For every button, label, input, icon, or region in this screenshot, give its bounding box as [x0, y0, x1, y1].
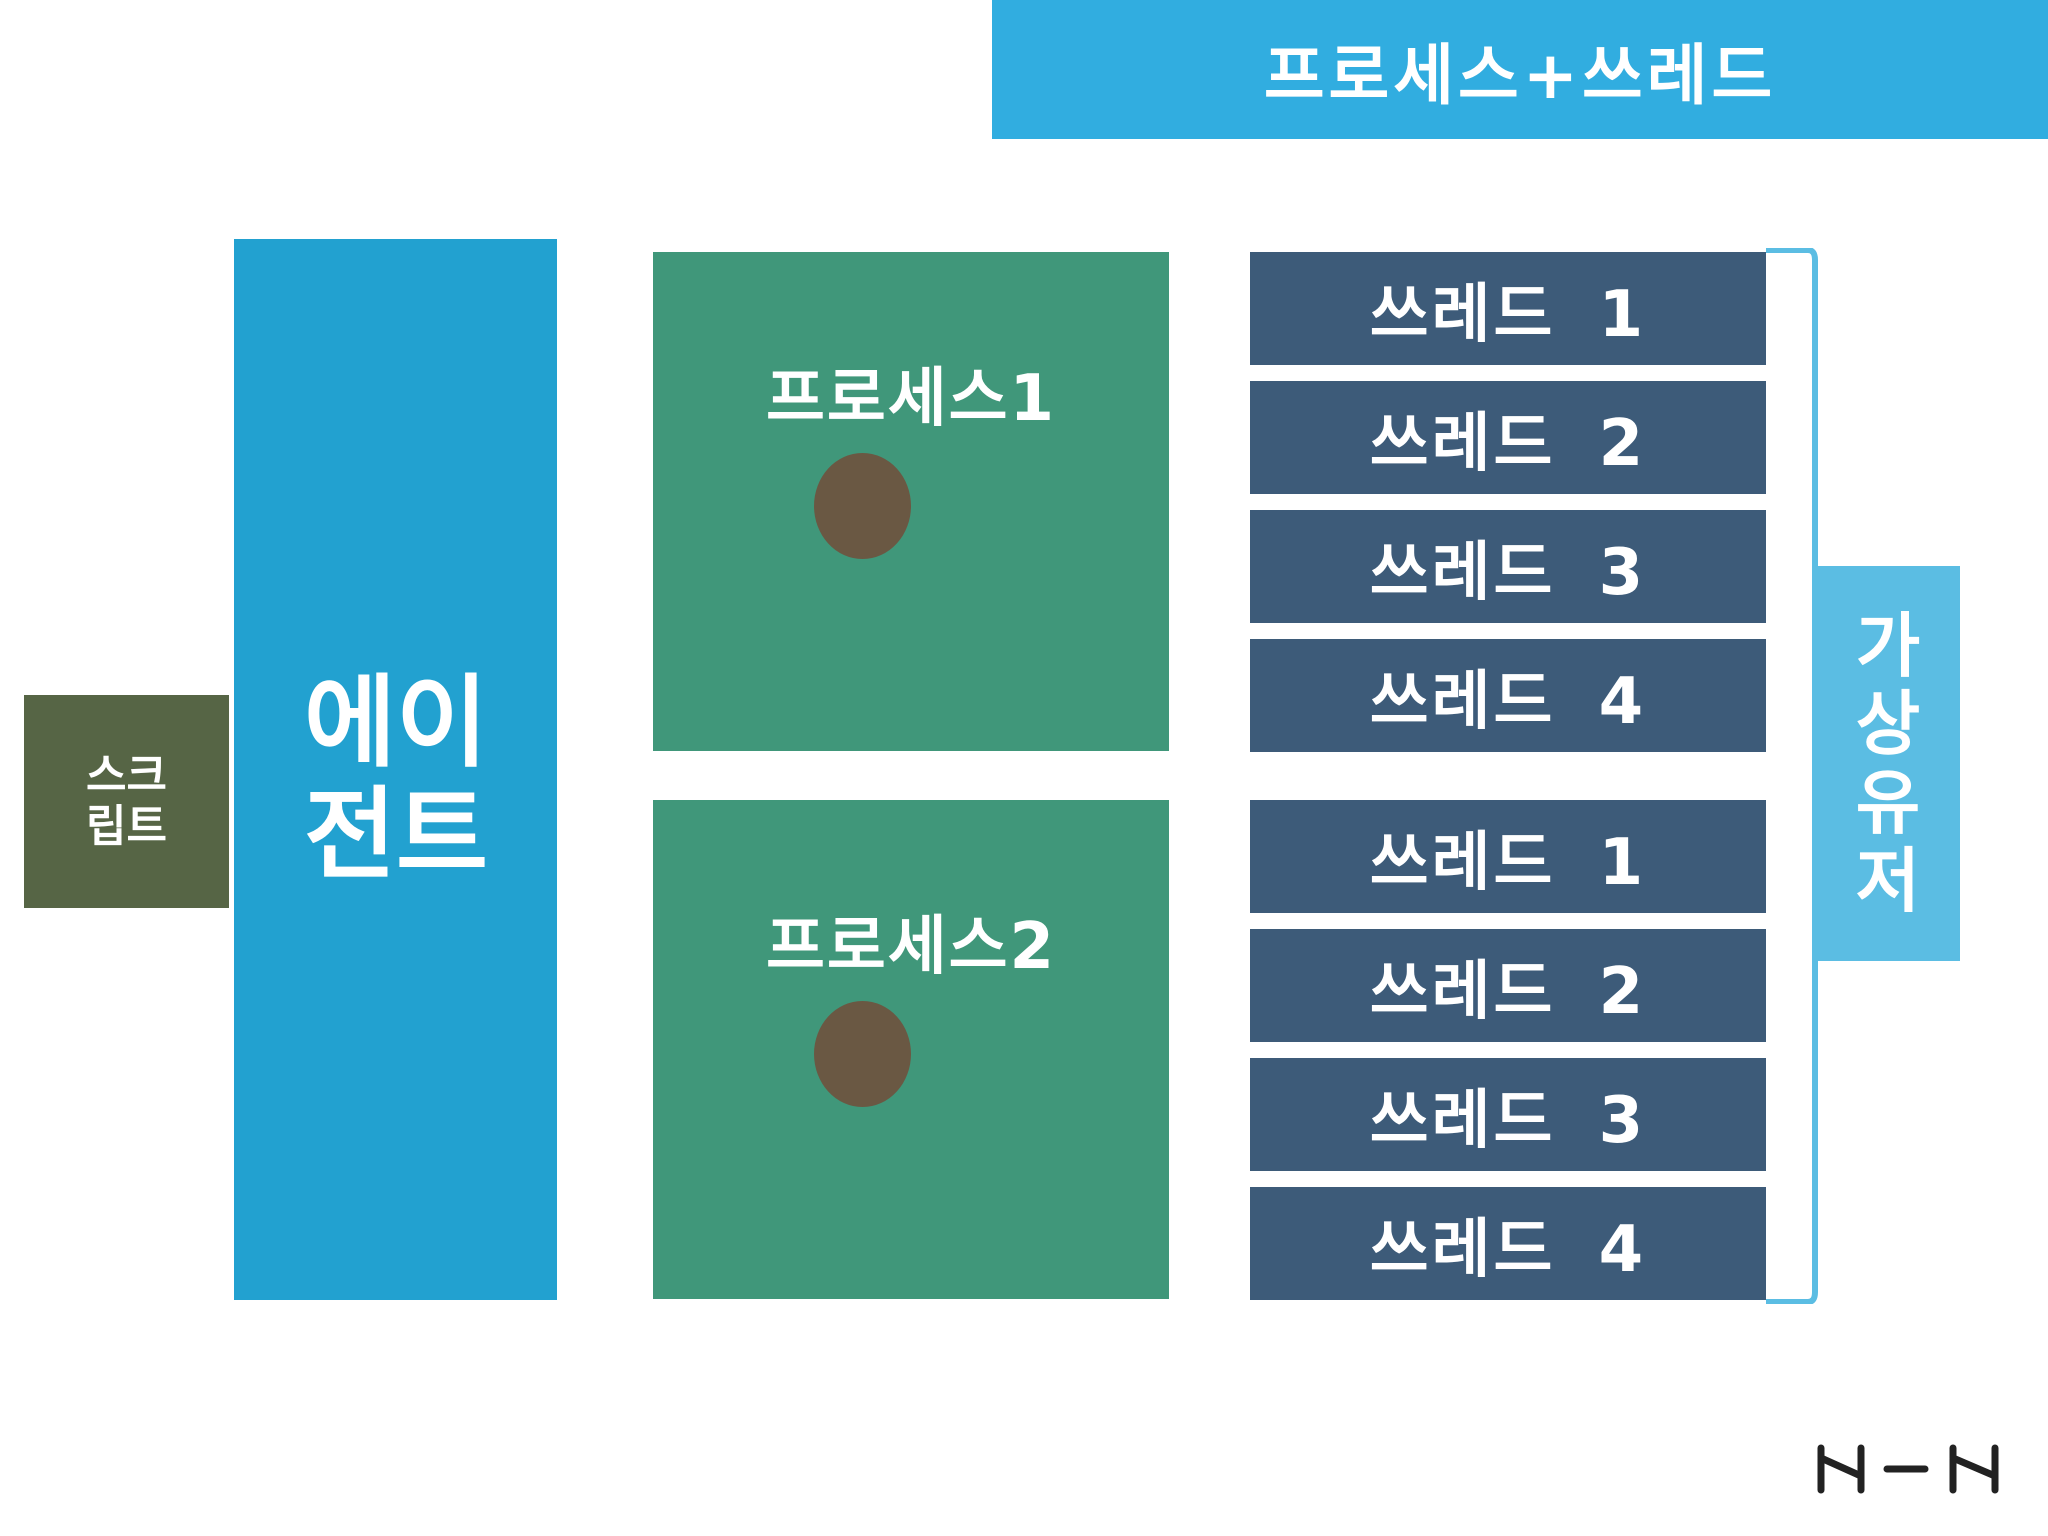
thread-box-p1-1: 쓰레드 1: [1250, 252, 1766, 365]
thread-label: 쓰레드 1: [1369, 277, 1647, 352]
thread-box-p2-4: 쓰레드 4: [1250, 1187, 1766, 1300]
thread-box-p1-3: 쓰레드 3: [1250, 510, 1766, 623]
process-dot-2: [814, 1001, 911, 1107]
virtual-user-box: 가 상 유 저: [1816, 566, 1960, 961]
thread-box-p2-3: 쓰레드 3: [1250, 1058, 1766, 1171]
virtual-user-char: 유: [1855, 761, 1921, 844]
header-banner: 프로세스+쓰레드: [992, 0, 2048, 139]
thread-label: 쓰레드 2: [1369, 954, 1647, 1029]
process-dot-1: [814, 453, 911, 559]
process-box-1: 프로세스1: [653, 252, 1169, 751]
thread-label: 쓰레드 3: [1369, 1083, 1647, 1158]
script-label-line1: 스크: [86, 749, 167, 801]
thread-box-p2-2: 쓰레드 2: [1250, 929, 1766, 1042]
bracket-line: [1766, 248, 1818, 1304]
nhn-logo: [1817, 1444, 1999, 1494]
process-label-1: 프로세스1: [765, 362, 1057, 436]
agent-label-line1: 에이: [304, 664, 488, 781]
script-label-line2: 립트: [86, 800, 167, 852]
virtual-user-char: 상: [1855, 683, 1921, 766]
thread-box-p2-1: 쓰레드 1: [1250, 800, 1766, 913]
right-bracket: [1766, 248, 1818, 1304]
agent-label-line2: 전트: [304, 776, 488, 893]
header-title: 프로세스+쓰레드: [1263, 36, 1777, 114]
thread-label: 쓰레드 4: [1369, 664, 1647, 739]
process-label-2: 프로세스2: [765, 910, 1057, 984]
script-box: 스크 립트: [24, 695, 229, 908]
process-box-2: 프로세스2: [653, 800, 1169, 1299]
agent-box: 에이 전트: [234, 239, 557, 1300]
thread-box-p1-4: 쓰레드 4: [1250, 639, 1766, 752]
virtual-user-char: 가: [1855, 604, 1921, 687]
thread-label: 쓰레드 4: [1369, 1212, 1647, 1287]
thread-label: 쓰레드 3: [1369, 535, 1647, 610]
thread-box-p1-2: 쓰레드 2: [1250, 381, 1766, 494]
thread-label: 쓰레드 1: [1369, 825, 1647, 900]
thread-label: 쓰레드 2: [1369, 406, 1647, 481]
virtual-user-char: 저: [1855, 839, 1921, 922]
